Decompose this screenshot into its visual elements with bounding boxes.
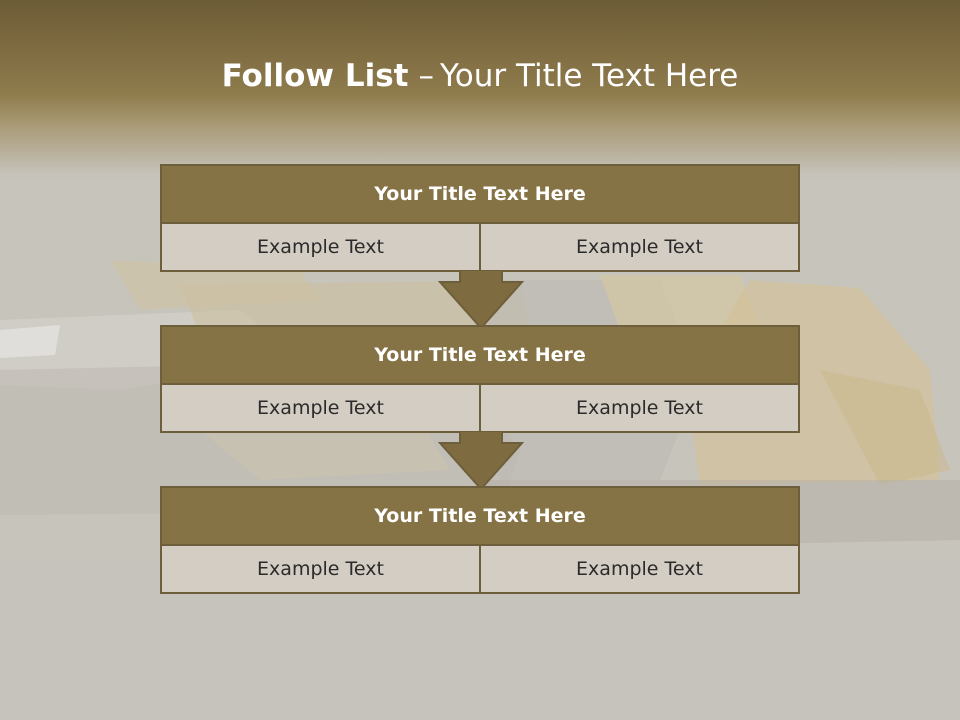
step-row: Example Text Example Text — [162, 385, 798, 431]
title-rest: Your Title Text Here — [439, 58, 739, 94]
step-cell-left: Example Text — [162, 224, 479, 270]
title-separator: – — [418, 58, 434, 94]
step-row: Example Text Example Text — [162, 546, 798, 592]
step-title: Your Title Text Here — [162, 166, 798, 224]
step-cell-right: Example Text — [479, 224, 798, 270]
step-row: Example Text Example Text — [162, 224, 798, 270]
step-cell-right: Example Text — [479, 385, 798, 431]
step-box-3: Your Title Text Here Example Text Exampl… — [160, 486, 800, 594]
down-arrow-icon — [438, 431, 524, 491]
step-cell-left: Example Text — [162, 385, 479, 431]
step-title: Your Title Text Here — [162, 488, 798, 546]
title-strong: Follow List — [221, 58, 409, 94]
background-gradient — [0, 0, 960, 190]
down-arrow-icon — [438, 270, 524, 330]
step-title: Your Title Text Here — [162, 327, 798, 385]
slide-title: Follow List–Your Title Text Here — [0, 52, 960, 100]
step-cell-left: Example Text — [162, 546, 479, 592]
step-cell-right: Example Text — [479, 546, 798, 592]
step-box-2: Your Title Text Here Example Text Exampl… — [160, 325, 800, 433]
step-box-1: Your Title Text Here Example Text Exampl… — [160, 164, 800, 272]
